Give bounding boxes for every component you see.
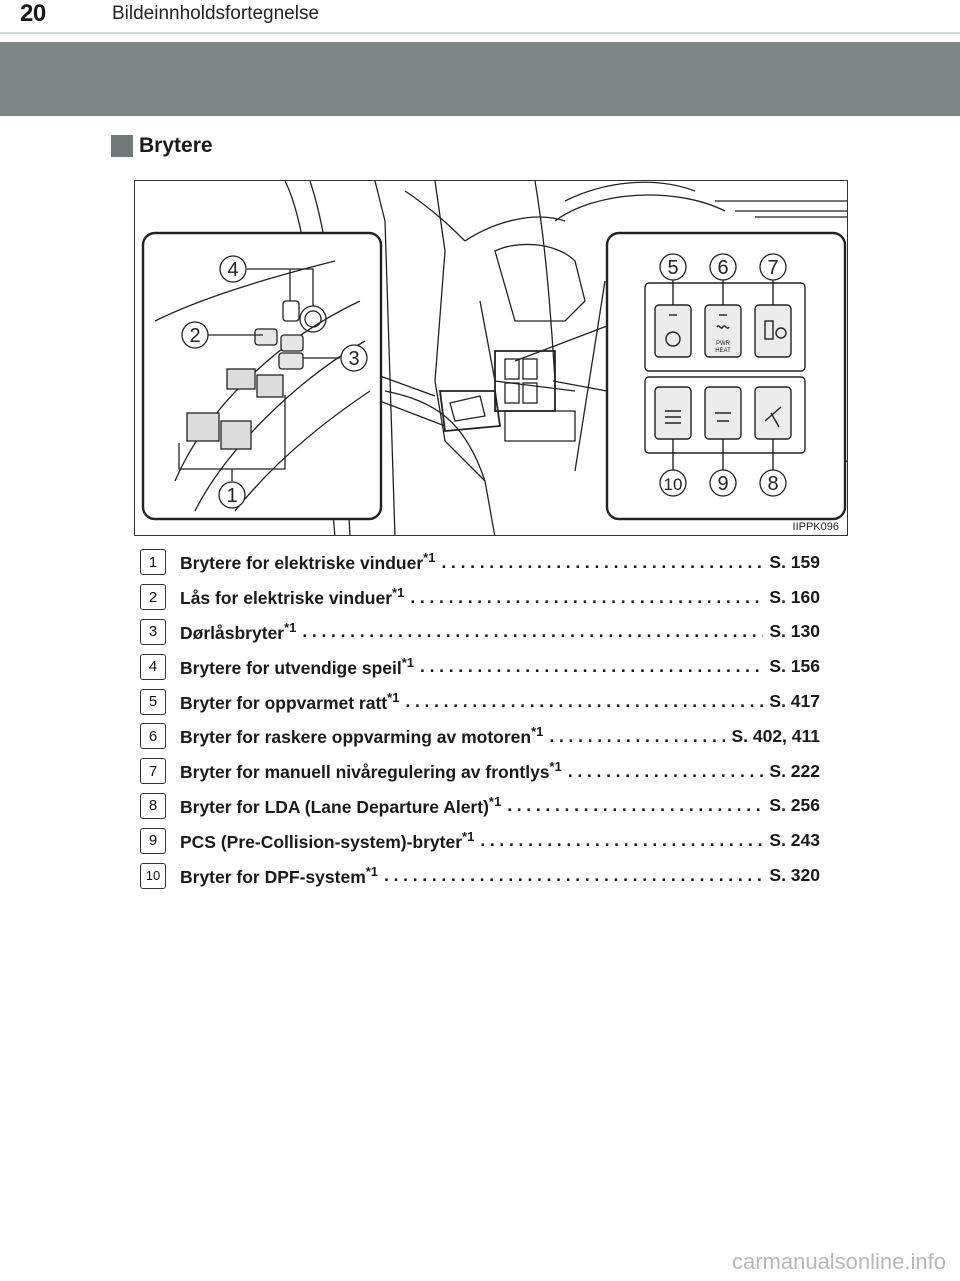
callout-5-text: 5 [667,257,678,279]
callout-7 [759,253,787,281]
switch-list: 1 Brytere for elektriske vinduer*1 .....… [140,545,820,893]
footnote-mark: *1 [392,585,405,601]
item-number: 7 [140,758,166,785]
list-item: 6 Bryter for raskere oppvarming av motor… [140,719,820,754]
item-label: Bryter for oppvarmet ratt*1 [180,689,400,713]
dot-leader: ........................................… [405,691,763,712]
footnote-mark: *1 [531,724,544,740]
dot-leader: ........................................… [384,865,764,886]
page-reference[interactable]: S. 243 [769,830,820,851]
callout-8-text: 8 [767,473,778,495]
item-number: 1 [140,549,166,576]
page-reference[interactable]: S. 417 [769,691,820,712]
header-rule [0,32,960,34]
heat-label: HEAT [715,348,731,354]
item-number: 3 [140,618,166,645]
item-number: 9 [140,827,166,854]
item-label: Lås for elektriske vinduer*1 [180,585,405,609]
list-item: 3 Dørlåsbryter*1 .......................… [140,615,820,650]
subheading-text: Brytere [139,134,213,157]
watermark: carmanualsonline.info [731,1249,946,1274]
item-number: 4 [140,653,166,680]
callout-5 [659,253,687,281]
callout-4 [219,255,247,283]
page-reference[interactable]: S. 159 [769,551,820,572]
callout-9 [709,469,737,497]
footnote-mark: *1 [387,689,400,705]
callout-4-text: 4 [227,259,238,281]
dot-leader: ........................................… [567,760,764,781]
callout-1-text: 1 [226,485,237,507]
item-label: Dørlåsbryter*1 [180,620,297,643]
footnote-mark: *1 [401,654,415,670]
pwr-label: PWR [716,341,731,347]
item-label: Brytere for utvendige speil*1 [180,654,415,678]
switches-illustration: 4 2 3 1 [134,180,848,536]
dot-leader: ........................................… [410,586,764,607]
callout-8 [759,469,787,497]
page-reference[interactable]: S. 320 [769,865,820,886]
item-number: 5 [140,688,166,715]
dot-leader: ........................................… [480,830,763,851]
list-item: 9 PCS (Pre-Collision-system)-bryter*1 ..… [140,823,820,858]
page-reference[interactable]: S. 130 [769,621,820,642]
list-item: 5 Bryter for oppvarmet ratt*1 ..........… [140,684,820,719]
item-number: 8 [140,792,166,819]
callout-10-text: 10 [664,475,683,494]
page-header: 20 Bildeinnholdsfortegnelse [0,0,960,34]
callout-9-text: 9 [717,473,728,495]
page-reference[interactable]: S. 256 [769,795,820,816]
footnote-mark: *1 [549,759,562,775]
dashboard-line-drawing: 4 2 3 1 [141,181,847,535]
callout-6-text: 6 [717,257,728,279]
footnote-mark: *1 [365,863,379,879]
item-label: PCS (Pre-Collision-system)-bryter*1 [180,828,475,852]
page-reference[interactable]: S. 160 [769,586,820,607]
callout-6 [709,253,737,281]
list-item: 4 Brytere for utvendige speil*1 ........… [140,649,820,684]
footnote-mark: *1 [488,794,502,810]
dot-leader: ........................................… [549,725,725,746]
list-item: 1 Brytere for elektriske vinduer*1 .....… [140,545,820,580]
callout-7-text: 7 [767,257,778,279]
footnote-mark: *1 [423,550,436,566]
footnote-mark: *1 [462,828,475,844]
page-reference[interactable]: S. 156 [769,656,820,677]
callout-3 [340,344,368,372]
page-reference[interactable]: S. 222 [769,760,820,781]
item-label: Bryter for manuell nivåregulering av fro… [180,759,562,783]
dot-leader: ........................................… [507,795,764,816]
list-item: 10 Bryter for DPF-system*1 .............… [140,858,820,893]
page-reference[interactable]: S. 402, 411 [731,725,820,746]
item-number: 6 [140,723,166,750]
callout-3-text: 3 [348,348,359,370]
callout-2 [181,321,209,349]
list-item: 2 Lås for elektriske vinduer*1 .........… [140,580,820,615]
dot-leader: ........................................… [420,656,764,677]
list-item: 8 Bryter for LDA (Lane Departure Alert)*… [140,789,820,824]
footnote-mark: *1 [284,620,297,636]
item-label: Bryter for LDA (Lane Departure Alert)*1 [180,794,502,817]
item-label: Bryter for raskere oppvarming av motoren… [180,724,544,748]
item-number: 2 [140,584,166,611]
square-bullet-icon [111,135,133,157]
item-label: Brytere for elektriske vinduer*1 [180,550,436,574]
dot-leader: ........................................… [302,621,763,642]
dot-leader: ........................................… [441,551,764,572]
header-band [0,42,960,116]
callout-10 [659,469,687,497]
list-item: 7 Bryter for manuell nivåregulering av f… [140,754,820,789]
figure-code: IIPPK096 [792,521,839,533]
callout-1 [218,481,246,509]
subheading: Brytere [111,134,213,158]
item-label: Bryter for DPF-system*1 [180,863,379,887]
item-number: 10 [140,862,166,889]
callout-2-text: 2 [189,325,200,347]
section-title: Bildeinnholdsfortegnelse [112,3,320,24]
page-number: 20 [20,0,46,27]
